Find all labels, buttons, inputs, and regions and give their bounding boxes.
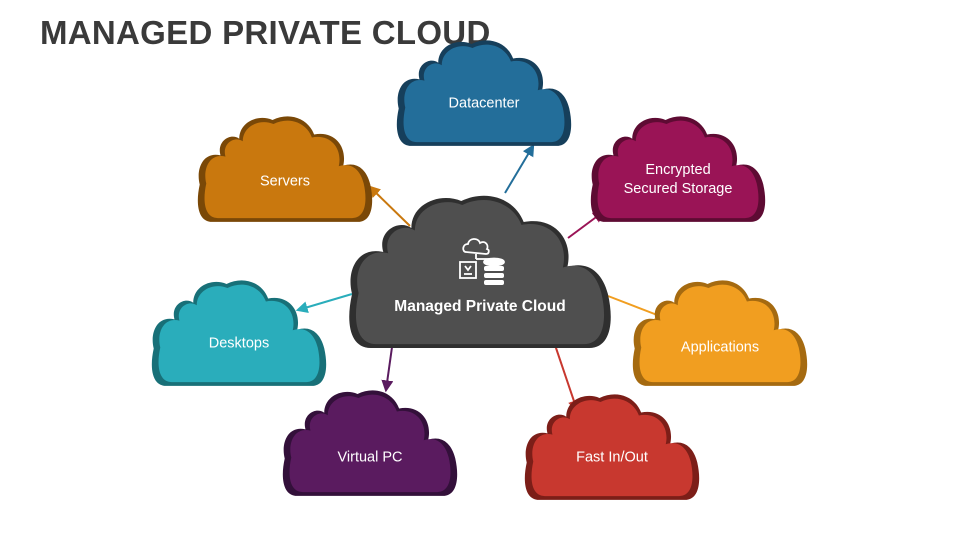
label-storage: Encrypted Secured Storage <box>624 161 733 199</box>
connector-datacenter <box>504 143 535 194</box>
label-fast-inout: Fast In/Out <box>576 449 648 466</box>
label-servers: Servers <box>260 173 310 190</box>
label-datacenter: Datacenter <box>448 95 520 112</box>
connectors <box>295 143 668 413</box>
label-storage-line-1: Encrypted <box>645 162 711 178</box>
cloud-desktops <box>151 280 327 386</box>
label-applications: Applications <box>680 339 760 356</box>
cloud-servers <box>197 116 373 222</box>
label-storage-line-2: Secured Storage <box>623 181 733 197</box>
connector-servers <box>368 185 411 227</box>
cloud-center <box>349 195 611 348</box>
connector-virtual-pc <box>381 339 394 393</box>
connector-desktops <box>295 293 353 314</box>
connector-fast-inout <box>554 344 580 413</box>
cloud-applications <box>632 280 808 386</box>
label-virtual-pc: Virtual PC <box>337 449 403 466</box>
cloud-database-icon <box>459 238 505 285</box>
cloud-virtual-pc <box>282 390 458 496</box>
center-label: Managed Private Cloud <box>394 298 566 315</box>
label-desktops: Desktops <box>208 335 270 352</box>
cloud-datacenter <box>396 40 572 146</box>
page-title: MANAGED PRIVATE CLOUD <box>40 14 491 51</box>
cloud-fast-inout <box>524 394 700 500</box>
